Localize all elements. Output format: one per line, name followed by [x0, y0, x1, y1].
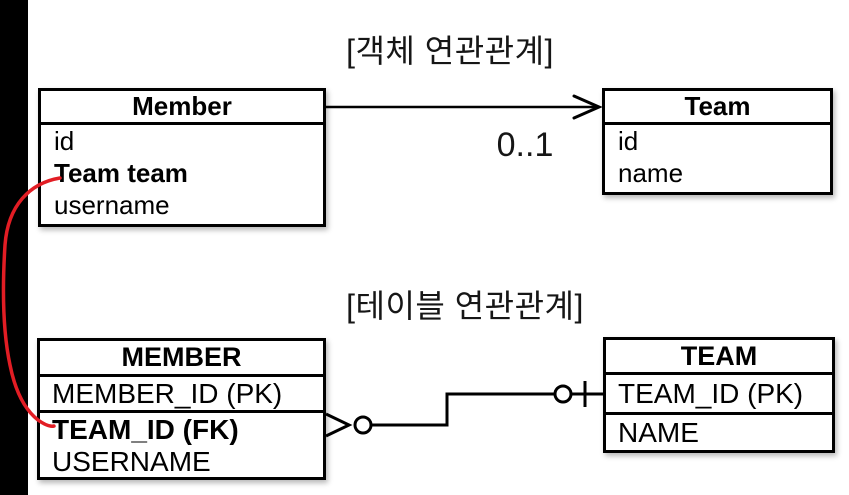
team-column-team-id-pk: TEAM_ID (PK): [606, 375, 832, 415]
member-class-box: Member id Team team username: [38, 88, 326, 227]
table-association-line: [371, 392, 554, 427]
object-section-title: [객체 연관관계]: [346, 33, 554, 69]
zero-circle-team-icon: [553, 384, 573, 404]
member-column-team-id-fk: TEAM_ID (FK): [52, 414, 239, 445]
arrow-head-icon: [572, 94, 603, 120]
team-table-title: TEAM: [606, 340, 832, 375]
crows-foot-many-icon: [325, 412, 353, 438]
zero-circle-member-icon: [353, 415, 373, 435]
member-class-title: Member: [41, 91, 323, 125]
team-table-box: TEAM TEAM_ID (PK) NAME: [603, 337, 835, 453]
member-field-username: username: [54, 190, 170, 220]
slide-left-black-bar: [0, 0, 28, 495]
member-field-team: Team team: [54, 158, 188, 188]
member-table-box: MEMBER MEMBER_ID (PK) TEAM_ID (FK) USERN…: [37, 338, 326, 480]
team-class-box: Team id name: [602, 88, 833, 195]
team-column-name: NAME: [618, 417, 699, 448]
member-column-member-id-pk: MEMBER_ID (PK): [40, 377, 323, 413]
multiplicity-label: 0..1: [496, 126, 554, 164]
team-field-id: id: [618, 126, 639, 156]
team-field-name: name: [618, 158, 684, 188]
table-section-title: [테이블 연관관계]: [346, 288, 584, 324]
member-column-username: USERNAME: [52, 447, 211, 477]
team-class-title: Team: [605, 91, 830, 125]
member-field-id: id: [54, 126, 75, 156]
member-table-title: MEMBER: [40, 341, 323, 377]
